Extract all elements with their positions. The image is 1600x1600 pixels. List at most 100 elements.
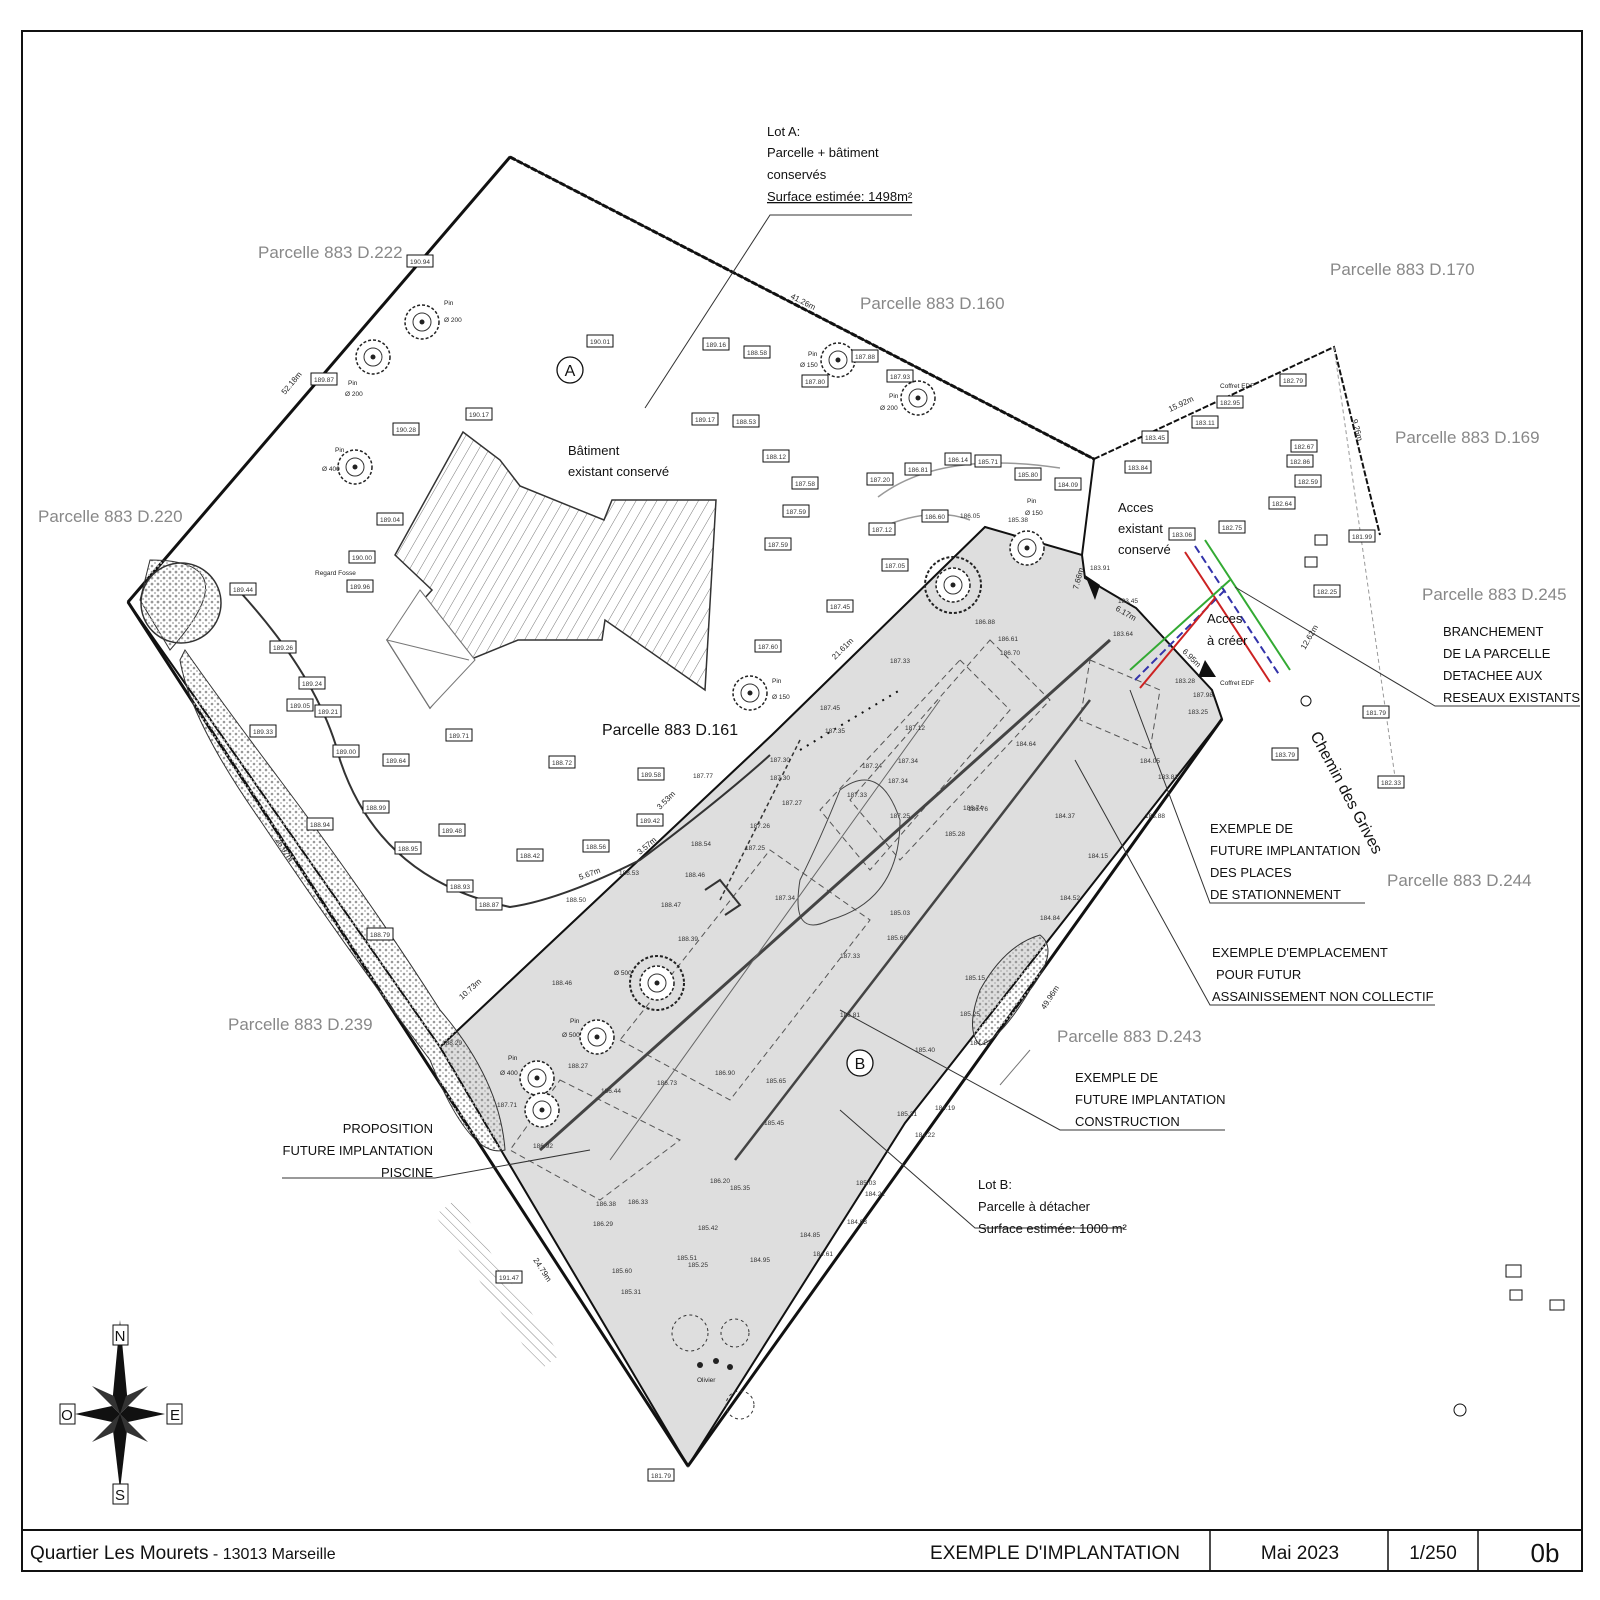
olive-trees xyxy=(671,1314,755,1420)
spot-elevation-free: 186.76 xyxy=(968,806,988,813)
spot-elevation-free: 185.15 xyxy=(965,975,985,982)
spot-elevation-free: 185.03 xyxy=(890,910,910,917)
project-location-name: Quartier Les Mourets xyxy=(30,1543,208,1564)
lot-b-surface: Surface estimée: 1000 m² xyxy=(978,1221,1128,1236)
spot-elevation-boxed: 187.60 xyxy=(754,639,782,653)
spot-elevation-value: 190.17 xyxy=(469,412,489,419)
tree-label-2a: Pin xyxy=(348,380,358,387)
spot-elevation-value: 189.71 xyxy=(449,733,469,740)
tree-label-4b: Ø 150 xyxy=(800,362,818,369)
spot-elevation-boxed: 185.80 xyxy=(1014,467,1042,481)
tree-label-9b: Ø 400 xyxy=(500,1070,518,1077)
spot-elevation-free: 186.44 xyxy=(601,1088,621,1095)
spot-elevation-boxed: 183.45 xyxy=(1141,430,1169,444)
spot-elevation-boxed: 190.94 xyxy=(406,254,434,268)
spot-elevation-boxed: 189.48 xyxy=(438,823,466,837)
spot-elevation-value: 183.06 xyxy=(1172,532,1192,539)
spot-elevation-value: 188.95 xyxy=(398,846,418,853)
spot-elevation-value: 187.59 xyxy=(768,542,788,549)
tree-pin-2 xyxy=(355,339,391,375)
spot-elevation-boxed: 188.72 xyxy=(548,755,576,769)
spot-elevation-free: 185.03 xyxy=(856,1180,876,1187)
spot-elevation-free: 185.65 xyxy=(766,1078,786,1085)
parking-label-4: DE STATIONNEMENT xyxy=(1210,887,1341,902)
tree-label-9a: Pin xyxy=(508,1055,518,1062)
spot-elevation-boxed: 190.01 xyxy=(586,334,614,348)
spot-elevation-free: 186.38 xyxy=(596,1201,616,1208)
spot-elevation-boxed: 182.86 xyxy=(1286,454,1314,468)
spot-elevation-value: 189.17 xyxy=(695,417,715,424)
spot-elevation-boxed: 189.26 xyxy=(269,640,297,654)
spot-elevation-value: 186.14 xyxy=(948,457,968,464)
spot-elevation-value: 182.86 xyxy=(1290,459,1310,466)
spot-elevation-value: 184.09 xyxy=(1058,482,1078,489)
pool-label-2: FUTURE IMPLANTATION xyxy=(283,1143,433,1158)
parcel-label-d161: Parcelle 883 D.161 xyxy=(602,722,738,739)
spot-elevation-free: 186.61 xyxy=(998,636,1018,643)
spot-elevation-value: 187.45 xyxy=(830,604,850,611)
spot-elevation-free: 188.29 xyxy=(442,1040,462,1047)
spot-elevation-free: 183.64 xyxy=(1113,631,1133,638)
tree-pin-1 xyxy=(404,304,440,340)
spot-elevation-boxed: 189.05 xyxy=(286,698,314,712)
spot-elevation-free: 187.30 xyxy=(770,775,790,782)
spot-elevation-boxed: 188.12 xyxy=(762,449,790,463)
spot-elevation-free: 185.25 xyxy=(960,1011,980,1018)
spot-elevation-boxed: 189.96 xyxy=(346,579,374,593)
spot-elevation-free: 185.42 xyxy=(698,1225,718,1232)
spot-elevation-free: 183.25 xyxy=(1188,709,1208,716)
pool-label: PROPOSITION xyxy=(343,1121,433,1136)
sewage-label-2: POUR FUTUR xyxy=(1216,967,1301,982)
spot-elevation-free: 187.27 xyxy=(782,800,802,807)
spot-elevation-free: 187.26 xyxy=(750,823,770,830)
spot-elevation-boxed: 189.42 xyxy=(636,813,664,827)
tree-label-4a: Pin xyxy=(808,351,818,358)
spot-elevation-value: 183.84 xyxy=(1128,465,1148,472)
spot-elevation-boxed: 187.45 xyxy=(826,599,854,613)
spot-elevation-free: 185.69 xyxy=(887,935,907,942)
spot-elevation-free: 184.12 xyxy=(970,1040,990,1047)
spot-elevation-value: 189.44 xyxy=(233,587,253,594)
lot-b-title: Lot B: xyxy=(978,1177,1012,1192)
spot-elevation-value: 181.79 xyxy=(1366,710,1386,717)
spot-elevation-value: 188.79 xyxy=(370,932,390,939)
spot-elevation-free: 184.37 xyxy=(1055,813,1075,820)
spot-elevation-value: 189.04 xyxy=(380,517,400,524)
tree-label-2b: Ø 200 xyxy=(345,391,363,398)
spot-elevation-boxed: 189.87 xyxy=(310,372,338,386)
spot-elevation-free: 184.15 xyxy=(1088,853,1108,860)
spot-elevation-free: 184.64 xyxy=(1016,741,1036,748)
parcel-label-d160: Parcelle 883 D.160 xyxy=(860,294,1005,313)
lot-a-line3: conservés xyxy=(767,167,827,182)
spot-elevation-free: 187.34 xyxy=(775,895,795,902)
spot-elevation-free: 184.22 xyxy=(915,1132,935,1139)
drawing-date: Mai 2023 xyxy=(1261,1543,1339,1564)
tree-large-1 xyxy=(924,556,982,614)
spot-elevation-value: 189.26 xyxy=(273,645,293,652)
spot-elevation-value: 189.42 xyxy=(640,818,660,825)
spot-elevation-boxed: 187.93 xyxy=(886,369,914,383)
tree-label-10b: Ø 500 xyxy=(614,970,632,977)
tree-label-7b: Ø 150 xyxy=(772,694,790,701)
spot-elevation-value: 187.93 xyxy=(890,374,910,381)
tree-pin-10 xyxy=(524,1092,560,1128)
spot-elevation-free: 187.35 xyxy=(825,728,845,735)
spot-elevation-free: 188.27 xyxy=(568,1063,588,1070)
coffret-edf-1: Coffret EDF xyxy=(1220,383,1254,390)
spot-elevation-value: 188.56 xyxy=(586,844,606,851)
spot-elevation-value: 190.00 xyxy=(352,555,372,562)
tree-label-1b: Ø 200 xyxy=(444,317,462,324)
spot-elevation-boxed: 186.14 xyxy=(944,452,972,466)
spot-elevation-free: 185.25 xyxy=(688,1262,708,1269)
spot-elevation-boxed: 187.80 xyxy=(801,374,829,388)
spot-elevation-boxed: 187.05 xyxy=(881,558,909,572)
spot-elevation-free: 184.21 xyxy=(865,1191,885,1198)
spot-elevation-boxed: 186.81 xyxy=(904,462,932,476)
lot-a-line2: Parcelle + bâtiment xyxy=(767,145,879,160)
access-existing-label-2: existant xyxy=(1118,521,1163,536)
regard-fosse-label: Regard Fosse xyxy=(315,570,356,577)
spot-elevation-value: 182.67 xyxy=(1294,444,1314,451)
building-label-2: existant conservé xyxy=(568,464,669,479)
